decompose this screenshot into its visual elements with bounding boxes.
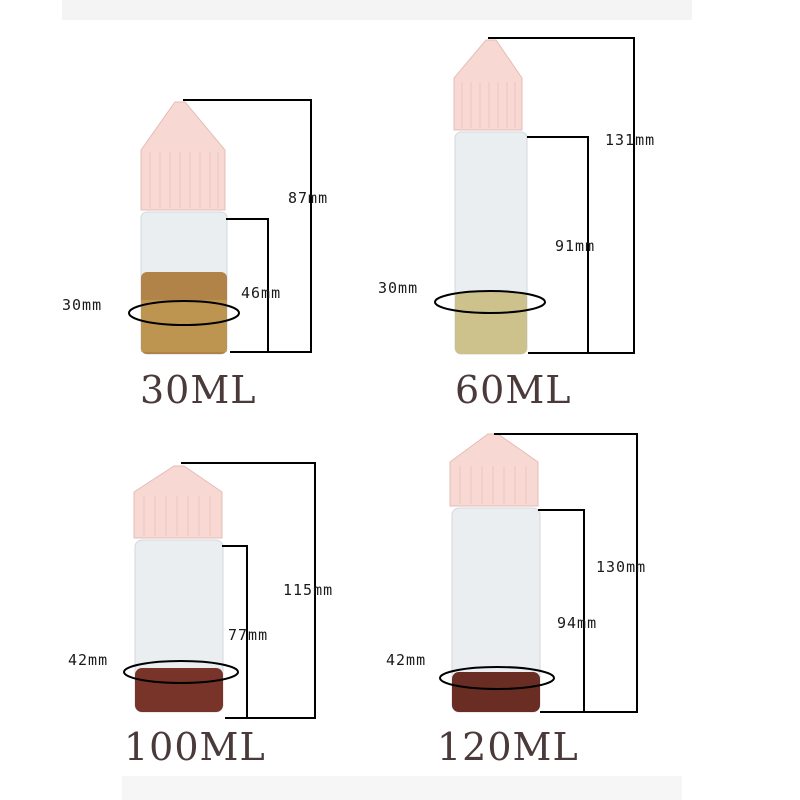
bottle-120ml-diameter: 42mm — [386, 651, 427, 669]
bottle-100ml-liquid — [135, 668, 223, 712]
bottle-60ml-total-bracket — [488, 37, 635, 354]
bottle-60ml-capacity: 60ML — [455, 368, 572, 412]
bottom-background-strip — [122, 776, 682, 800]
bottle-120ml-total-bracket — [494, 433, 638, 713]
bottle-120ml-body-height: 94mm — [557, 614, 598, 632]
bottle-100ml-total-bracket — [181, 462, 316, 719]
bottle-120ml-cap — [449, 433, 539, 507]
bottle-30ml-total-height: 87mm — [288, 189, 329, 207]
bottle-100ml-diameter: 42mm — [68, 651, 109, 669]
top-background-panel — [62, 0, 692, 20]
bottle-100ml-capacity: 100ML — [124, 725, 266, 769]
bottle-30ml-body-bracket — [226, 218, 269, 352]
bottle-100ml-diameter-ellipse — [123, 660, 239, 684]
bottle-100ml-total-height: 115mm — [283, 581, 334, 599]
bottle-30ml-cap — [140, 101, 226, 211]
bottle-120ml-liquid — [452, 672, 540, 712]
bottle-30ml-body-height: 46mm — [241, 284, 282, 302]
bottle-100ml-body-height: 77mm — [228, 626, 269, 644]
bottle-60ml-body-bracket — [527, 136, 589, 353]
bottle-60ml-total-height: 131mm — [605, 131, 656, 149]
bottle-60ml-liquid — [455, 292, 527, 354]
bottle-30ml-diameter: 30mm — [62, 296, 103, 314]
bottle-60ml-diameter: 30mm — [378, 279, 419, 297]
bottle-120ml-body-bracket — [538, 509, 585, 712]
bottle-30ml-total-bracket — [183, 99, 312, 353]
bottle-60ml-diameter-ellipse — [434, 290, 546, 314]
bottle-30ml-diameter-ellipse — [128, 300, 240, 326]
bottle-100ml-body-bracket — [222, 545, 248, 718]
bottle-30ml-capacity: 30ML — [140, 368, 257, 412]
bottle-60ml-body-height: 91mm — [555, 237, 596, 255]
bottle-100ml-cap — [133, 465, 223, 539]
bottle-120ml-capacity: 120ML — [437, 725, 579, 769]
bottle-120ml-total-height: 130mm — [596, 558, 647, 576]
bottle-120ml-diameter-ellipse — [439, 666, 555, 690]
